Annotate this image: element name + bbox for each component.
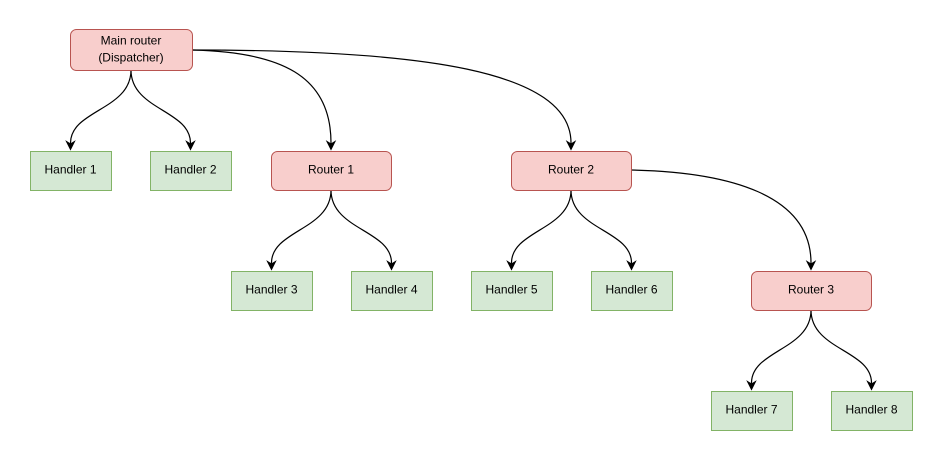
edge-main-to-handler-2-arrowhead-icon: [185, 140, 196, 151]
edge-router-3-to-handler-7-arrowhead-icon: [746, 380, 757, 391]
edge-router-2-to-router-3-arrowhead-icon: [805, 260, 817, 271]
edge-router-3-to-handler-8-arrowhead-icon: [866, 380, 877, 391]
edge-router-2-to-router-3: [630, 169, 817, 271]
edge-router-3-to-handler-8: [810, 309, 877, 391]
node-main-router[interactable]: Main router(Dispatcher): [70, 29, 193, 71]
edge-router-2-to-router-3-line: [630, 169, 812, 264]
edge-router-2-to-handler-5: [506, 189, 572, 271]
edge-main-to-handler-1: [65, 69, 132, 151]
edge-router-2-to-handler-5-line: [510, 189, 572, 264]
edge-router-1-to-handler-3: [266, 189, 332, 271]
edge-router-2-to-handler-5-arrowhead-icon: [506, 260, 517, 271]
node-handler-1[interactable]: Handler 1: [30, 151, 112, 191]
edge-main-to-router-1-arrowhead-icon: [325, 140, 337, 151]
node-router-1[interactable]: Router 1: [271, 151, 392, 191]
edge-main-to-handler-1-line: [69, 69, 132, 144]
router-2-box[interactable]: [511, 151, 632, 191]
handler-6-box[interactable]: [591, 271, 673, 311]
node-router-3[interactable]: Router 3: [751, 271, 872, 311]
handler-8-box[interactable]: [831, 391, 913, 431]
edge-router-2-to-handler-6: [570, 189, 637, 271]
edge-router-1-to-handler-4-arrowhead-icon: [386, 260, 397, 271]
node-handler-2[interactable]: Handler 2: [150, 151, 232, 191]
edge-main-to-handler-2-line: [130, 69, 192, 144]
handler-3-box[interactable]: [231, 271, 313, 311]
edge-router-1-to-handler-3-arrowhead-icon: [266, 260, 277, 271]
edge-main-to-router-1-line: [191, 49, 332, 144]
edge-main-to-router-2: [191, 49, 577, 151]
node-handler-5[interactable]: Handler 5: [471, 271, 553, 311]
node-handler-7[interactable]: Handler 7: [711, 391, 793, 431]
handler-5-box[interactable]: [471, 271, 553, 311]
handler-2-box[interactable]: [150, 151, 232, 191]
node-handler-8[interactable]: Handler 8: [831, 391, 913, 431]
router-3-box[interactable]: [751, 271, 872, 311]
edge-router-1-to-handler-4: [330, 189, 397, 271]
main-router-box[interactable]: [70, 29, 193, 71]
edge-main-to-handler-1-arrowhead-icon: [65, 140, 76, 151]
edge-main-to-router-1: [191, 49, 337, 151]
edge-router-3-to-handler-7-line: [750, 309, 812, 384]
node-handler-3[interactable]: Handler 3: [231, 271, 313, 311]
node-handler-4[interactable]: Handler 4: [351, 271, 433, 311]
handler-7-box[interactable]: [711, 391, 793, 431]
node-router-2[interactable]: Router 2: [511, 151, 632, 191]
edge-router-2-to-handler-6-line: [570, 189, 633, 264]
router-1-box[interactable]: [271, 151, 392, 191]
edges-layer: [65, 49, 877, 391]
edge-main-to-router-2-line: [191, 49, 572, 144]
edge-router-2-to-handler-6-arrowhead-icon: [626, 260, 637, 271]
handler-1-box[interactable]: [30, 151, 112, 191]
edge-router-1-to-handler-3-line: [270, 189, 332, 264]
node-handler-6[interactable]: Handler 6: [591, 271, 673, 311]
edge-router-3-to-handler-8-line: [810, 309, 873, 384]
edge-main-to-handler-2: [130, 69, 196, 151]
nodes-layer: Main router(Dispatcher) Handler 1 Handler …: [30, 29, 913, 431]
edge-router-3-to-handler-7: [746, 309, 812, 391]
edge-main-to-router-2-arrowhead-icon: [565, 140, 577, 151]
edge-router-1-to-handler-4-line: [330, 189, 393, 264]
handler-4-box[interactable]: [351, 271, 433, 311]
